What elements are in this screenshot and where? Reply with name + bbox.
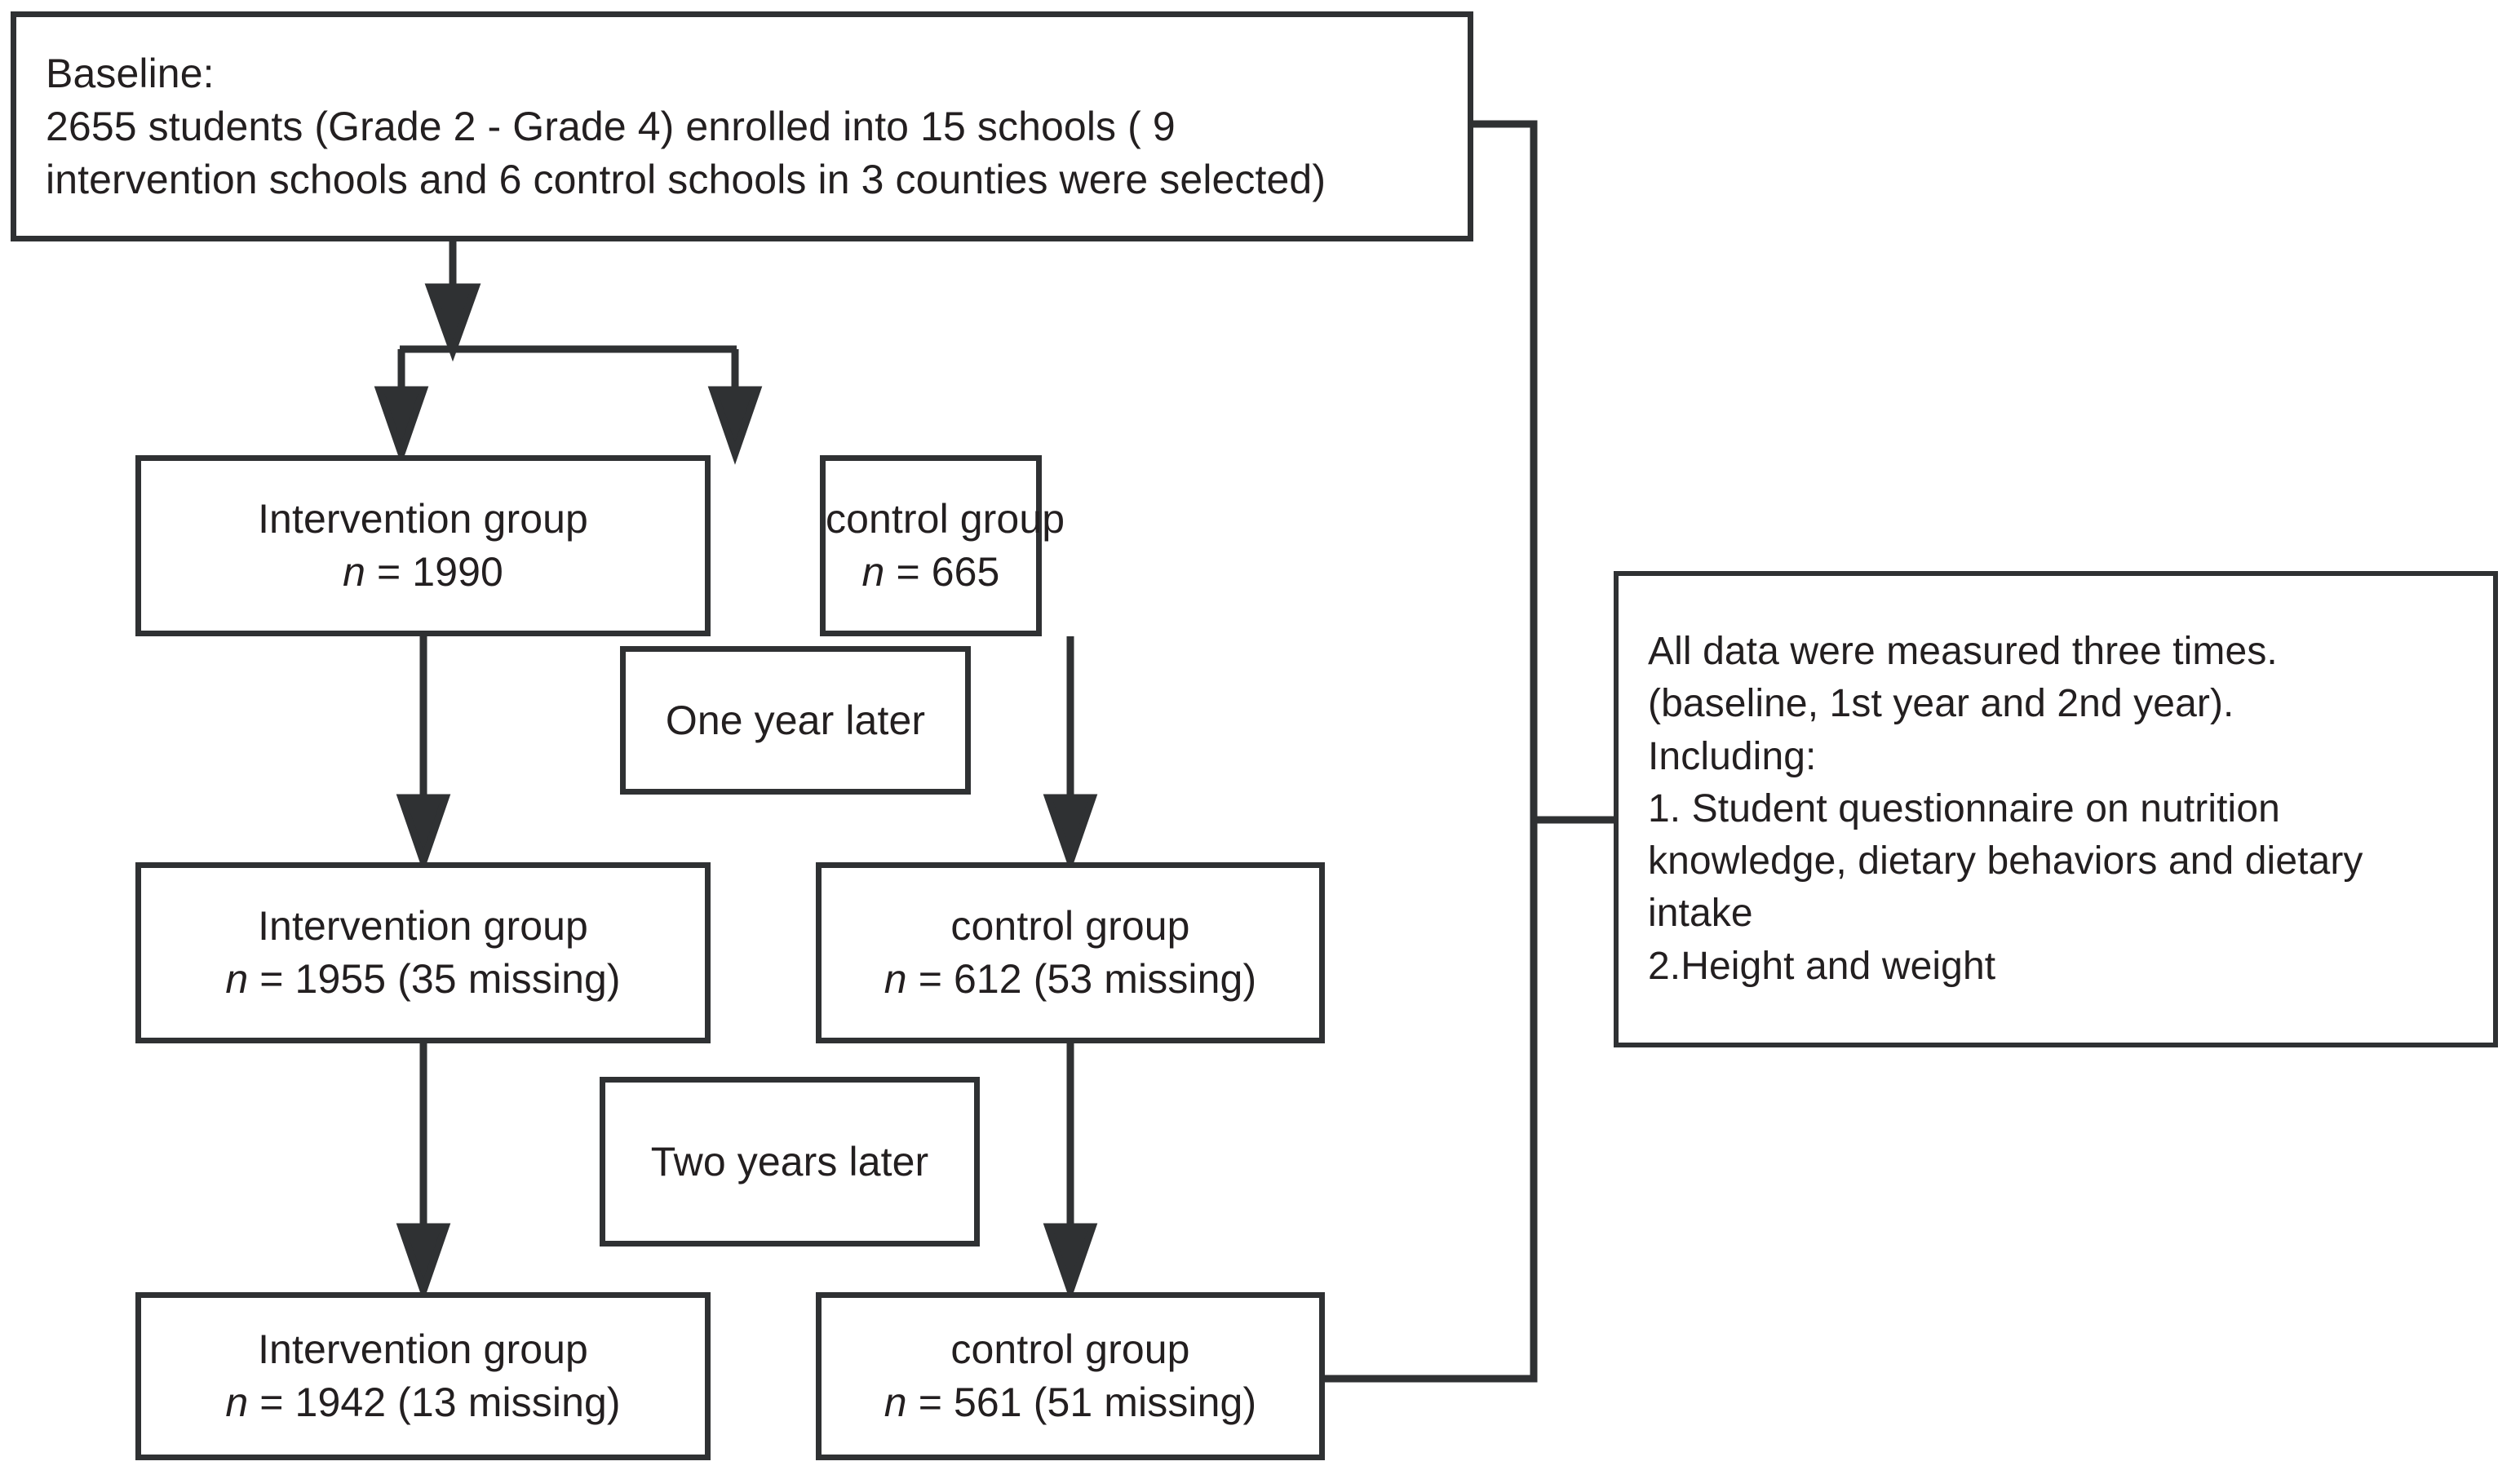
n-symbol: n: [861, 549, 885, 595]
control-year1-count: n = 612 (53 missing): [822, 953, 1319, 1006]
control-group-baseline-box[interactable]: control group n = 665: [820, 455, 1065, 636]
intervention-group-year1-box[interactable]: Intervention group n = 1955 (35 missing): [135, 862, 711, 1043]
intervention-group-baseline-box[interactable]: Intervention group n = 1990: [135, 455, 711, 636]
intervention-year1-count: n = 1955 (35 missing): [141, 953, 705, 1006]
one-year-later-box[interactable]: One year later: [620, 646, 971, 795]
control-year1-count-value: = 612 (53 missing): [906, 956, 1257, 1002]
measurements-line-6: intake: [1648, 892, 1753, 936]
intervention-year1-count-value: = 1955 (35 missing): [248, 956, 621, 1002]
measurements-info-box[interactable]: All data were measured three times. (bas…: [1614, 571, 2498, 1047]
control-year2-count-value: = 561 (51 missing): [906, 1379, 1257, 1425]
measurements-line-7: 2.Height and weight: [1648, 944, 1996, 988]
control-year2-count: n = 561 (51 missing): [822, 1376, 1319, 1429]
intervention-group-year2-box[interactable]: Intervention group n = 1942 (13 missing): [135, 1292, 711, 1460]
baseline-line-3: intervention schools and 6 control schoo…: [46, 156, 1326, 202]
n-symbol: n: [225, 956, 249, 1002]
baseline-line-1: Baseline:: [46, 50, 215, 96]
control-group-year2-box[interactable]: control group n = 561 (51 missing): [816, 1292, 1325, 1460]
n-symbol: n: [884, 1379, 907, 1425]
control-baseline-title: control group: [826, 496, 1065, 542]
arrowhead-intervention-baseline: [374, 386, 429, 465]
arrowhead-intervention-year2: [396, 1223, 451, 1302]
measurements-line-1: All data were measured three times.: [1648, 629, 2278, 673]
measurements-line-4: 1. Student questionnaire on nutrition: [1648, 786, 2280, 830]
control-baseline-count: n = 665: [826, 546, 1036, 599]
control-year1-title: control group: [950, 903, 1190, 949]
connector-measurement-bracket: [1325, 120, 1538, 1383]
control-baseline-count-value: = 665: [884, 549, 1000, 595]
two-years-later-box[interactable]: Two years later: [600, 1077, 980, 1247]
intervention-year2-count: n = 1942 (13 missing): [141, 1376, 705, 1429]
measurements-line-5: knowledge, dietary behaviors and dietary: [1648, 839, 2363, 883]
arrowhead-control-year2: [1043, 1223, 1098, 1302]
baseline-box[interactable]: Baseline: 2655 students (Grade 2 - Grade…: [11, 11, 1473, 241]
control-group-year1-box[interactable]: control group n = 612 (53 missing): [816, 862, 1325, 1043]
arrowhead-baseline-split: [424, 283, 481, 362]
one-year-later-label: One year later: [665, 697, 926, 743]
two-years-later-label: Two years later: [650, 1138, 929, 1185]
n-symbol: n: [884, 956, 907, 1002]
intervention-baseline-count: n = 1990: [141, 546, 705, 599]
n-symbol: n: [225, 1379, 249, 1425]
arrowhead-control-year1: [1043, 794, 1098, 873]
control-year2-title: control group: [950, 1326, 1190, 1372]
measurements-line-3: Including:: [1648, 734, 1817, 778]
n-symbol: n: [343, 549, 365, 595]
intervention-year2-count-value: = 1942 (13 missing): [248, 1379, 621, 1425]
intervention-baseline-count-value: = 1990: [365, 549, 503, 595]
arrowhead-intervention-year1: [396, 794, 451, 873]
intervention-baseline-title: Intervention group: [258, 496, 588, 542]
measurements-line-2: (baseline, 1st year and 2nd year).: [1648, 682, 2234, 726]
arrowhead-control-baseline: [707, 386, 763, 465]
intervention-year1-title: Intervention group: [258, 903, 588, 949]
intervention-year2-title: Intervention group: [258, 1326, 588, 1372]
baseline-line-2: 2655 students (Grade 2 - Grade 4) enroll…: [46, 103, 1176, 149]
